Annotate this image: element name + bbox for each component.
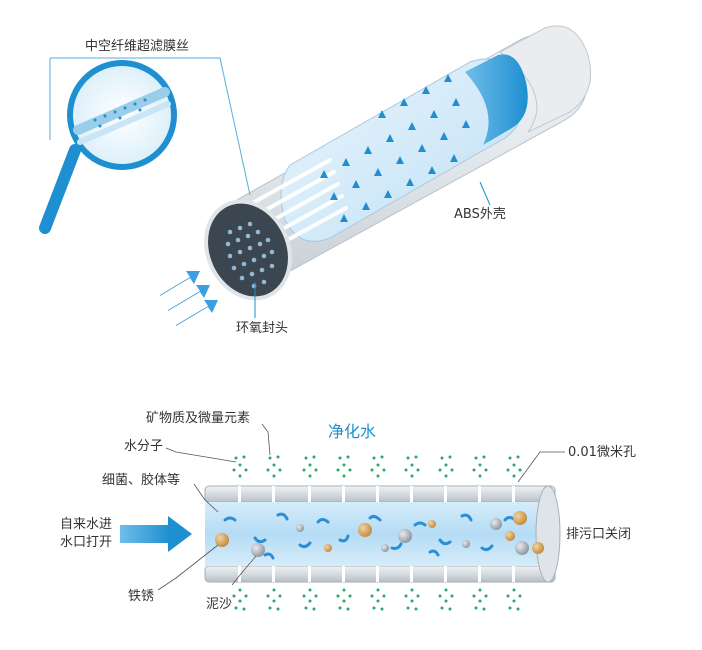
tube-outer-bottom <box>204 565 556 583</box>
water-molecule-label: 水分子 <box>124 439 164 454</box>
bacteria-label: 细菌、胶体等 <box>102 473 181 488</box>
blue-water-band <box>465 54 528 145</box>
pore-label: 0.01微米孔 <box>568 445 636 460</box>
bacteria-colloids <box>223 512 517 560</box>
inlet-arrow-icon <box>120 516 192 552</box>
epoxy-end-face <box>204 199 292 301</box>
minerals-label: 矿物质及微量元素 <box>146 411 251 426</box>
shell-leader <box>479 181 491 206</box>
tube-channel <box>205 502 555 566</box>
shell-end-cap <box>499 25 592 133</box>
flow-arrows <box>320 74 470 222</box>
shell-label: ABS外壳 <box>454 207 506 222</box>
fiber-holes <box>225 221 275 289</box>
filter-cartridge <box>204 25 592 301</box>
pores <box>238 486 515 582</box>
magnifier-label: 中空纤维超滤膜丝 <box>85 39 190 54</box>
tube-end <box>535 485 561 583</box>
inlet-label-line1: 自来水进 <box>60 517 113 532</box>
sand-label: 泥沙 <box>206 597 233 612</box>
end-cap-label: 环氧封头 <box>236 321 289 336</box>
inlet-label-line2: 水口打开 <box>60 535 113 550</box>
purified-water-title: 净化水 <box>328 422 377 441</box>
tube-outer-top <box>204 485 556 503</box>
rust-label: 铁锈 <box>128 589 155 604</box>
bottom-leaders <box>157 423 565 591</box>
inflow-arrows <box>160 271 218 326</box>
drain-label: 排污口关闭 <box>566 527 632 542</box>
particles <box>215 511 544 557</box>
magnifier-icon <box>39 57 251 234</box>
membrane-tube <box>204 485 561 583</box>
magnified-fibers <box>73 87 171 145</box>
water-molecules <box>232 455 522 611</box>
